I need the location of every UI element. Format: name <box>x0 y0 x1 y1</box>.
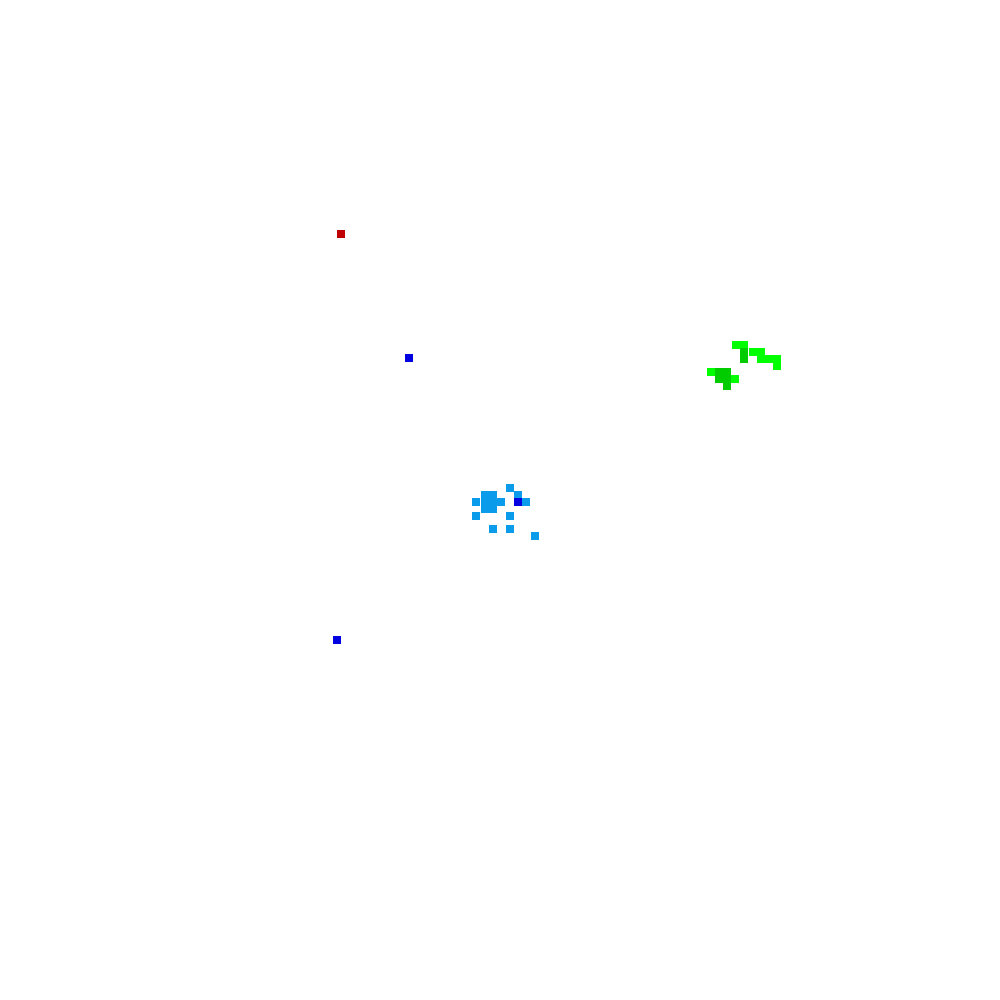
pixel-sky <box>514 491 522 499</box>
pixel-green <box>732 341 740 349</box>
pixel-sky <box>506 525 514 533</box>
pixel-sky <box>497 498 505 506</box>
pixel-sky <box>472 512 480 520</box>
pixel-green <box>749 348 757 356</box>
pixel-blue <box>405 354 413 362</box>
pixel-blue <box>333 636 341 644</box>
pixel-sky <box>506 512 514 520</box>
pixel-sky <box>489 505 497 513</box>
pixel-sky <box>481 505 489 513</box>
pixel-sky <box>481 491 489 499</box>
pixel-sky <box>481 498 489 506</box>
pixel-blue <box>514 498 522 506</box>
pixel-red <box>337 230 345 238</box>
pixel-sky <box>506 484 514 492</box>
pixel-dark-green <box>715 375 723 383</box>
pixel-dark-green <box>715 368 723 376</box>
pixel-sky <box>489 525 497 533</box>
pixel-green <box>757 355 765 363</box>
pixel-green <box>765 355 773 363</box>
pixel-green <box>740 341 748 349</box>
pixel-green <box>731 375 739 383</box>
pixel-dark-green <box>723 382 731 390</box>
pixel-sky <box>472 498 480 506</box>
pixel-dark-green <box>740 348 748 356</box>
pixel-green <box>773 362 781 370</box>
pixel-sky <box>489 491 497 499</box>
pixel-dark-green <box>723 368 731 376</box>
pixel-sky <box>522 498 530 506</box>
pixel-dark-green <box>740 355 748 363</box>
pixel-green <box>707 368 715 376</box>
pixel-green <box>773 355 781 363</box>
pixel-green <box>757 348 765 356</box>
pixel-sky <box>531 532 539 540</box>
pixel-marks <box>333 230 781 644</box>
pixel-sky <box>489 498 497 506</box>
pixel-dark-green <box>723 375 731 383</box>
